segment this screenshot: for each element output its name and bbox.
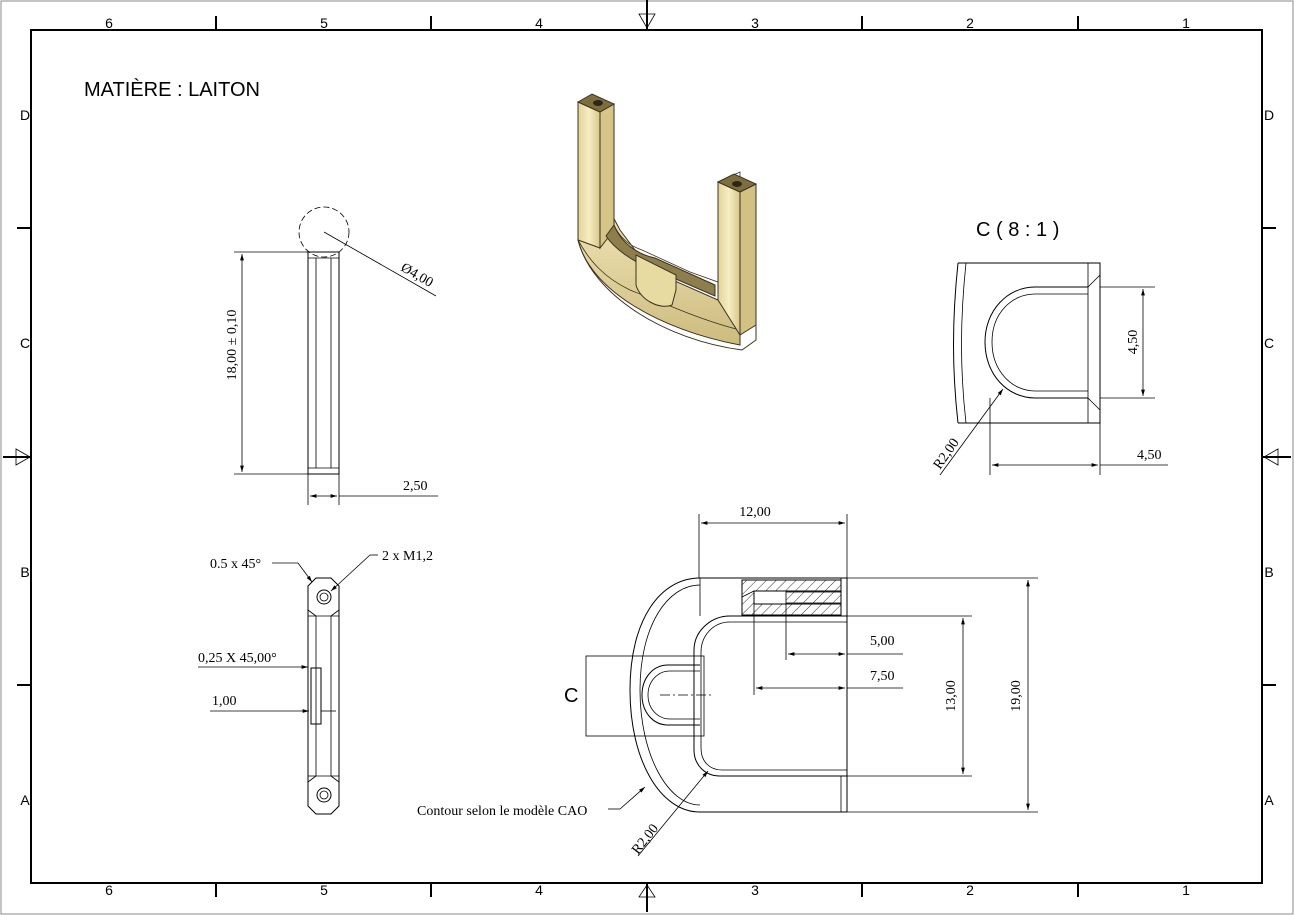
detail-view-c: C ( 8 : 1 ) 4,50 4,50 R2,00	[931, 219, 1168, 476]
zone-col-bottom-1: 1	[1182, 882, 1190, 898]
zone-row-left-C: C	[20, 335, 30, 351]
dim-inner-13: 13,00	[944, 680, 959, 712]
note-contour: Contour selon le modèle CAO	[417, 804, 587, 819]
zone-col-top-5: 5	[320, 15, 328, 31]
dim-hole-5: 5,00	[870, 634, 895, 649]
side-view: Ø4,00 18,00 ± 0,10 2,50	[225, 206, 438, 505]
dim-width-side: 2,50	[403, 479, 428, 494]
dim-outer-19: 19,00	[1009, 680, 1024, 712]
dim-chamfer-025: 0,25 X 45,00°	[198, 651, 277, 666]
zone-row-left-B: B	[20, 564, 29, 580]
front-view: C 12,00 5,00 7,50 13,00 19,00 R2,00 Cont…	[417, 505, 1038, 857]
material-label: MATIÈRE : LAITON	[84, 78, 260, 101]
centering-mark-bottom	[638, 883, 656, 912]
zone-row-right-D: D	[1264, 107, 1274, 123]
dim-detail-r: R2,00	[931, 436, 963, 472]
centering-mark-left	[3, 448, 31, 466]
zone-row-left-D: D	[20, 107, 30, 123]
zone-col-top-4: 4	[535, 15, 543, 31]
zone-row-left-A: A	[20, 792, 30, 808]
dim-detail-w: 4,50	[1137, 448, 1162, 463]
dim-hole-75: 7,50	[870, 669, 895, 684]
zone-row-right-A: A	[1264, 792, 1274, 808]
detail-circle	[298, 206, 350, 258]
dim-main-r: R2,00	[629, 822, 662, 858]
dim-thread: 2 x M1,2	[382, 549, 433, 564]
centering-mark-right	[1262, 448, 1291, 466]
detail-marker: C	[564, 685, 578, 707]
zone-col-bottom-6: 6	[105, 882, 113, 898]
detail-title: C ( 8 : 1 )	[976, 219, 1059, 241]
zone-row-right-B: B	[1264, 564, 1273, 580]
dim-detail-h: 4,50	[1126, 330, 1141, 355]
dim-length-tol: 18,00 ± 0,10	[225, 310, 240, 381]
centering-mark-top	[638, 0, 656, 30]
zone-row-right-C: C	[1264, 335, 1274, 351]
zone-col-bottom-4: 4	[535, 882, 543, 898]
iso-view-3d	[576, 93, 758, 351]
zone-col-bottom-3: 3	[751, 882, 759, 898]
dim-depth-1: 1,00	[212, 694, 237, 709]
dim-chamfer-05: 0.5 x 45°	[210, 557, 261, 572]
side-view-2: 0.5 x 45° 2 x M1,2 0,25 X 45,00° 1,00	[198, 549, 433, 815]
zone-col-top-2: 2	[966, 15, 974, 31]
zone-col-top-3: 3	[751, 15, 759, 31]
dim-top-12: 12,00	[739, 505, 771, 520]
dim-diameter: Ø4,00	[398, 260, 435, 290]
zone-col-top-6: 6	[105, 15, 113, 31]
detail-c-boundary	[585, 655, 705, 737]
zone-col-top-1: 1	[1182, 15, 1190, 31]
zone-col-bottom-5: 5	[320, 882, 328, 898]
zone-col-bottom-2: 2	[966, 882, 974, 898]
